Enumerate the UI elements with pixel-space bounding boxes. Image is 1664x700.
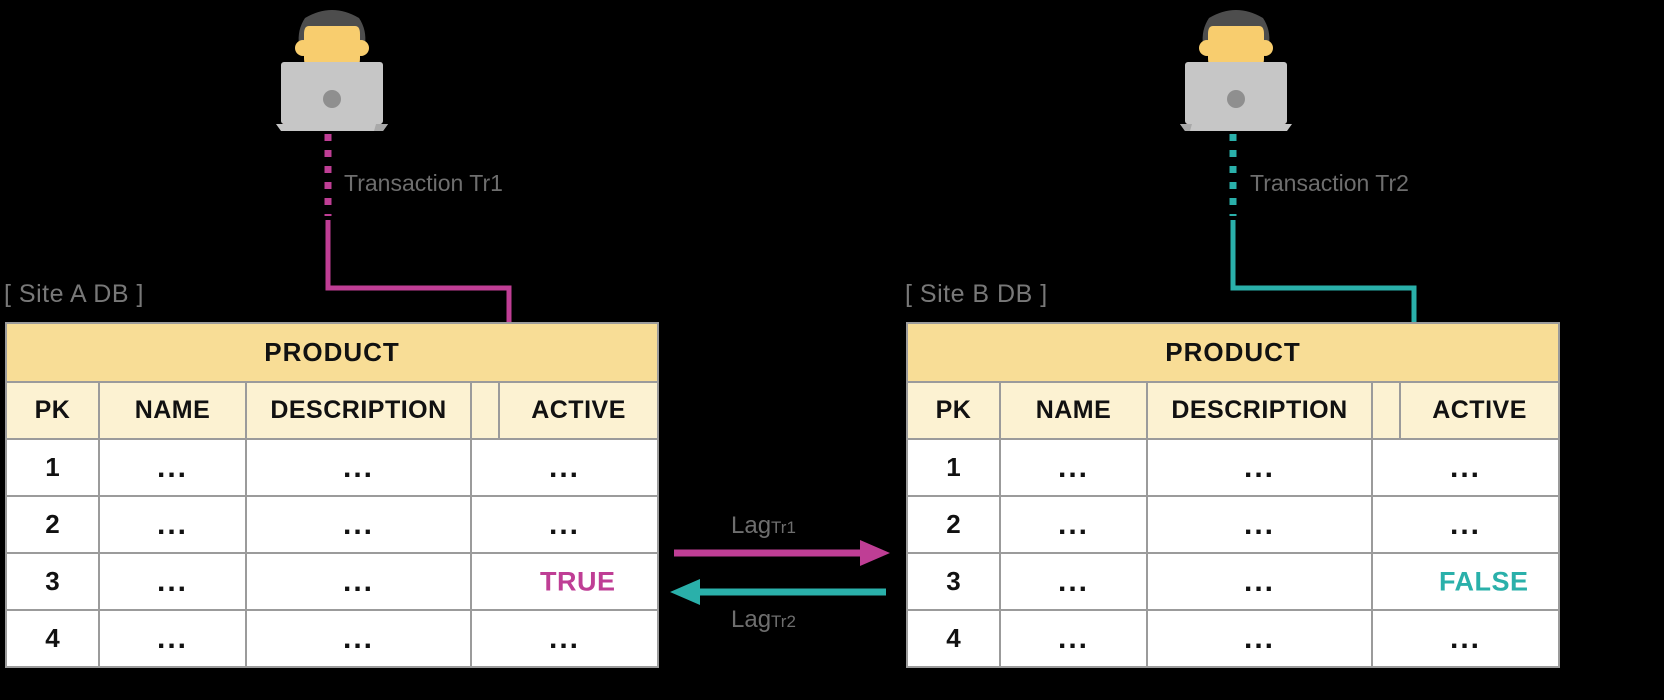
cell-name: ... (999, 438, 1148, 497)
column-header-active: ACTIVE (497, 381, 660, 440)
lag-tr2-label: LagTr2 (731, 606, 796, 634)
column-header-spacer (470, 381, 500, 440)
active-value-false: FALSE (1439, 566, 1529, 596)
column-header-spacer (1371, 381, 1401, 440)
cell-active: ... (469, 609, 660, 668)
cell-active: ... (469, 438, 660, 497)
cell-pk: 4 (5, 609, 100, 668)
transaction-tr2-label: Transaction Tr2 (1250, 170, 1409, 196)
cell-description: ... (1146, 495, 1373, 554)
cell-active: ... (1370, 495, 1561, 554)
cell-description: ... (1146, 552, 1373, 611)
table-row: 4 ... ... ... (906, 609, 1561, 668)
cell-name: ... (999, 552, 1148, 611)
table-row: 3 ... ... TRUE (5, 552, 660, 611)
cell-pk: 1 (5, 438, 100, 497)
table-title-row: PRODUCT (4, 322, 660, 383)
site-b-product-table: PRODUCT PK NAME DESCRIPTION ACTIVE 1 ...… (905, 322, 1561, 668)
cell-description: ... (245, 609, 472, 668)
cell-active-highlighted: FALSE (1370, 552, 1561, 611)
cell-active-highlighted: TRUE (469, 552, 660, 611)
table-row: 1 ... ... ... (906, 438, 1561, 497)
column-header-name: NAME (999, 381, 1148, 440)
cell-active: ... (1370, 438, 1561, 497)
table-header-row: PK NAME DESCRIPTION ACTIVE (5, 381, 660, 440)
column-header-description: DESCRIPTION (1146, 381, 1373, 440)
cell-name: ... (98, 438, 247, 497)
lag-tr2-arrowhead (670, 579, 700, 605)
cell-pk: 4 (906, 609, 1001, 668)
site-a-db-label: [ Site A DB ] (4, 280, 144, 308)
table-row: 2 ... ... ... (906, 495, 1561, 554)
active-value-true: TRUE (540, 566, 616, 596)
table-row: 2 ... ... ... (5, 495, 660, 554)
cell-pk: 2 (906, 495, 1001, 554)
cell-description: ... (245, 495, 472, 554)
column-header-name: NAME (98, 381, 247, 440)
column-header-description: DESCRIPTION (245, 381, 472, 440)
lag-tr2-subscript: Tr2 (771, 612, 796, 631)
column-header-pk: PK (5, 381, 100, 440)
transaction-tr1-label: Transaction Tr1 (344, 170, 503, 196)
cell-description: ... (1146, 438, 1373, 497)
cell-description: ... (245, 552, 472, 611)
cell-name: ... (999, 495, 1148, 554)
cell-active: ... (469, 495, 660, 554)
column-header-pk: PK (906, 381, 1001, 440)
cell-pk: 3 (906, 552, 1001, 611)
cell-name: ... (999, 609, 1148, 668)
table-row: 1 ... ... ... (5, 438, 660, 497)
table-row: 4 ... ... ... (5, 609, 660, 668)
site-b-db-label: [ Site B DB ] (905, 280, 1048, 308)
person-at-laptop-icon (276, 10, 388, 131)
lag-tr1-arrowhead (860, 540, 890, 566)
lag-tr1-label: LagTr1 (731, 512, 796, 540)
cell-pk: 1 (906, 438, 1001, 497)
cell-active: ... (1370, 609, 1561, 668)
cell-name: ... (98, 609, 247, 668)
table-row: 3 ... ... FALSE (906, 552, 1561, 611)
cell-pk: 2 (5, 495, 100, 554)
cell-description: ... (245, 438, 472, 497)
site-a-product-table: PRODUCT PK NAME DESCRIPTION ACTIVE 1 ...… (4, 322, 660, 668)
table-header-row: PK NAME DESCRIPTION ACTIVE (906, 381, 1561, 440)
cell-pk: 3 (5, 552, 100, 611)
lag-tr2-text: Lag (731, 606, 772, 633)
site-a-table-title: PRODUCT (4, 322, 660, 383)
column-header-active: ACTIVE (1398, 381, 1561, 440)
cell-name: ... (98, 552, 247, 611)
site-b-table-title: PRODUCT (905, 322, 1561, 383)
cell-name: ... (98, 495, 247, 554)
lag-tr1-subscript: Tr1 (771, 518, 796, 537)
cell-description: ... (1146, 609, 1373, 668)
table-title-row: PRODUCT (905, 322, 1561, 383)
person-at-laptop-icon (1180, 10, 1292, 131)
lag-tr1-text: Lag (731, 512, 772, 539)
